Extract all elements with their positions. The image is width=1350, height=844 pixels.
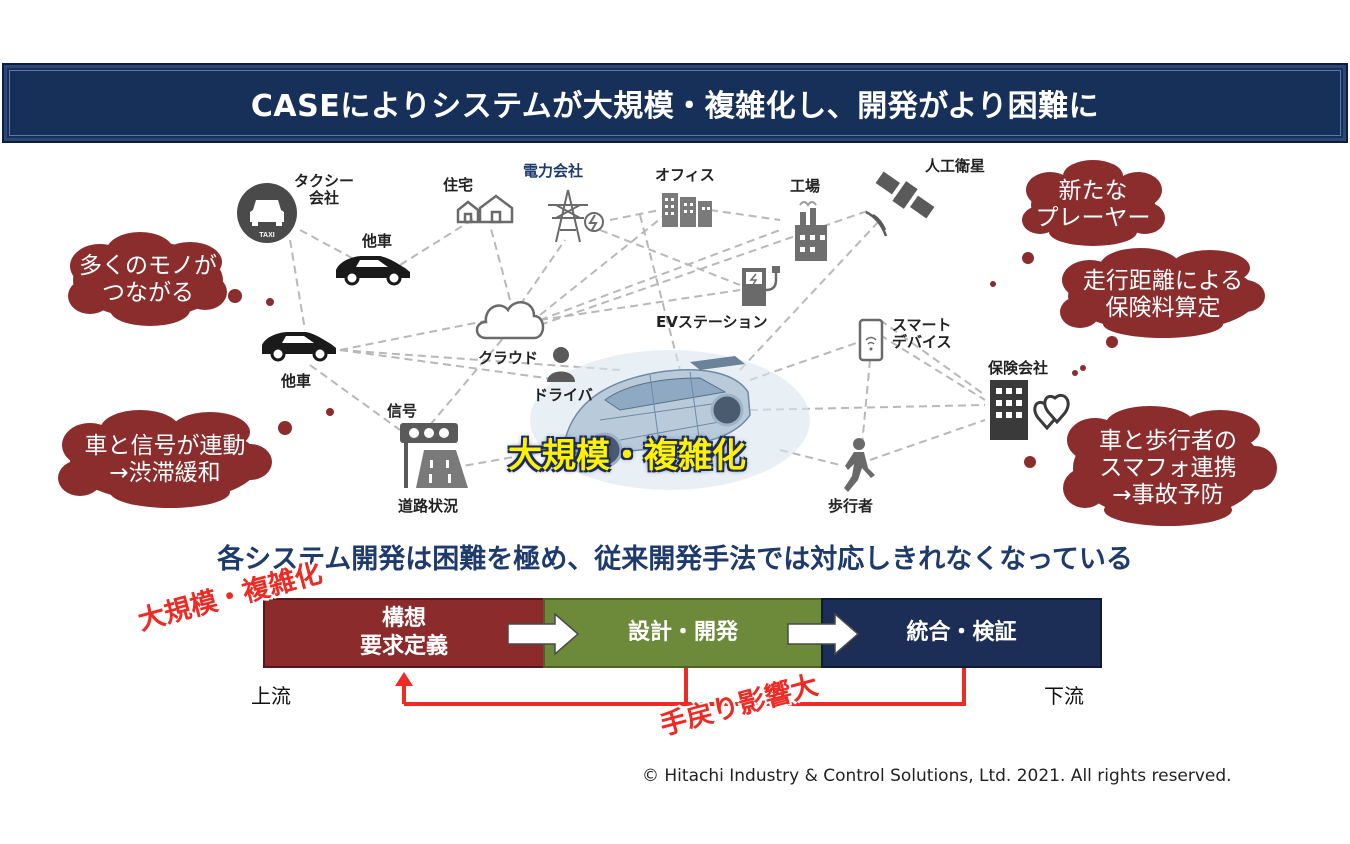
flow-arrows [395,612,966,706]
satellite-icon [865,171,935,237]
label-other-car-left: 他車 [281,372,312,390]
network-diagram: TAXI [58,160,1277,526]
label-road-status: 道路状況 [398,497,459,515]
subtitle: 各システム開発は困難を極め、従来開発手法では対応しきれなくなっている [217,544,1133,575]
pedestrian-icon [844,438,875,492]
car-icon [262,332,336,362]
upstream-label: 上流 [251,684,291,708]
label-power-company: 電力会社 [523,162,584,180]
label-factory: 工場 [790,177,821,195]
car-icon [336,256,410,286]
taxi-badge: TAXI [259,232,274,239]
callout-many-things: 多くのモノが つながる [79,253,217,306]
callout-pedestrian-link-bubble [1024,370,1277,526]
label-insurance-company: 保険会社 [988,359,1049,377]
office-icon [662,193,712,227]
callout-car-signal-bubble [58,408,334,508]
house-icon [456,194,514,224]
label-pedestrian: 歩行者 [828,497,874,515]
connected-car-image [530,350,810,490]
page-title: CASEによりシステムが大規模・複雑化し、開発がより困難に [250,89,1100,124]
rework-feedback-arrow [402,668,966,706]
callout-pedestrian-link: 車と歩行者の スマフォ連携 →事故予防 [1099,428,1237,508]
callout-insurance-calc-bubble [1060,248,1265,371]
taxi-icon: TAXI [237,183,297,243]
insurance-building-icon [990,380,1070,440]
cloud-icon [475,301,545,340]
factory-icon [795,201,827,261]
label-driver: ドライバ [533,386,593,404]
arrow-right-icon [787,612,860,656]
label-signal: 信号 [387,402,418,420]
label-ev-station: EVステーション [656,313,768,331]
arrow-up-icon [395,672,413,686]
ev-charger-icon [742,266,780,306]
downstream-label: 下流 [1044,684,1084,708]
stage-design-development: 設計・開発 [543,598,823,668]
copyright: © Hitachi Industry & Control Solutions, … [642,766,1232,786]
title-banner [2,63,1348,143]
callout-insurance-calc: 走行距離による 保険料算定 [1082,268,1244,321]
callout-many-things-bubble [68,232,274,326]
arrow-right-icon [507,612,580,656]
label-housing: 住宅 [443,176,474,194]
stage-concept-requirements: 構想 要求定義 [263,598,545,668]
center-label: 大規模・複雑化 [508,436,746,476]
label-cloud: クラウド [478,349,539,367]
stage-integration-verification: 統合・検証 [821,598,1102,668]
traffic-signal-icon [400,423,458,488]
label-office: オフィス [655,166,715,184]
connection-lines [289,209,986,471]
callout-new-players-bubble [990,160,1165,287]
road-icon [416,450,468,488]
label-taxi-company: タクシー 会社 [294,172,355,207]
power-tower-icon [548,189,604,243]
label-satellite: 人工衛星 [925,157,986,175]
label-other-car-top: 他車 [362,232,393,250]
smartphone-icon [858,318,884,362]
callout-clouds [58,160,1277,526]
driver-icon [547,347,575,382]
callout-car-signal: 車と信号が連動 →渋滞緩和 [84,433,246,486]
callout-new-players: 新たな プレーヤー [1035,178,1151,231]
label-smart-device: スマート デバイス [892,316,952,351]
